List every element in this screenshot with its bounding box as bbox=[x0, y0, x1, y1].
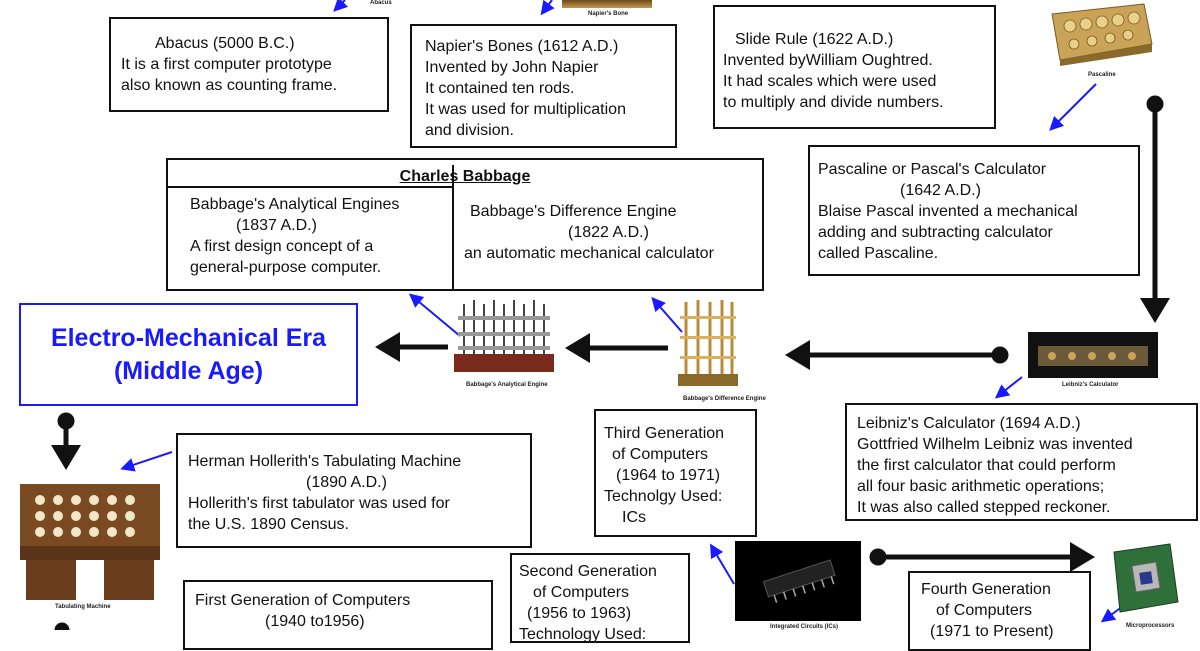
pascaline-line: adding and subtracting calculator bbox=[818, 224, 1053, 241]
napier-bones-box: Napier's Bones (1612 A.D.) Invented by J… bbox=[410, 24, 677, 148]
leibniz-caption: Leibniz's Calculator bbox=[1062, 382, 1119, 388]
pascaline-caption: Pascaline bbox=[1088, 72, 1116, 78]
analytical-engine-panel: Babbage's Analytical Engines (1837 A.D.)… bbox=[168, 186, 454, 291]
slide-rule-line: Invented byWilliam Oughtred. bbox=[723, 52, 933, 69]
fourth-gen-line: (1971 to Present) bbox=[930, 623, 1054, 640]
era-subtitle: (Middle Age) bbox=[113, 357, 264, 385]
slide-rule-title: Slide Rule (1622 A.D.) bbox=[735, 31, 894, 48]
leibniz-line: all four basic arithmetic operations; bbox=[857, 478, 1105, 495]
first-gen-line: First Generation of Computers bbox=[195, 592, 411, 609]
slide-rule-line: to multiply and divide numbers. bbox=[723, 94, 944, 111]
abacus-box: Abacus (5000 B.C.) It is a first compute… bbox=[109, 17, 389, 112]
second-gen-line: (1956 to 1963) bbox=[527, 605, 632, 622]
pascaline-box: Pascaline or Pascal's Calculator (1642 A… bbox=[808, 145, 1140, 276]
third-generation-box: Third Generation of Computers (1964 to 1… bbox=[594, 409, 757, 537]
pascaline-line: called Pascaline. bbox=[818, 245, 939, 262]
pascaline-image bbox=[1051, 3, 1153, 66]
microprocessors-caption: Microprocessors bbox=[1126, 623, 1175, 629]
ics-caption: Integrated Circuits (ICs) bbox=[770, 624, 839, 630]
analytical-engine-caption: Babbage's Analytical Engine bbox=[466, 382, 548, 388]
blue-arrows bbox=[120, 0, 1131, 623]
first-generation-box: First Generation of Computers (1940 to19… bbox=[183, 580, 493, 650]
leibniz-line: It was also called stepped reckoner. bbox=[857, 499, 1111, 516]
tabulating-machine-image bbox=[20, 484, 160, 600]
napier-line: It was used for multiplication bbox=[425, 101, 626, 118]
black-arrows bbox=[51, 95, 1170, 630]
era-title: Electro-Mechanical Era bbox=[50, 324, 327, 352]
leibniz-line: the first calculator that could perform bbox=[857, 457, 1116, 474]
pascaline-year: (1642 A.D.) bbox=[900, 182, 981, 199]
third-gen-line: ICs bbox=[622, 509, 646, 526]
napier-bones-image bbox=[562, 0, 652, 8]
analytical-engine-image bbox=[454, 300, 554, 372]
microprocessor-image bbox=[1113, 543, 1179, 613]
leibniz-calculator-image bbox=[1028, 332, 1158, 378]
leibniz-title: Leibniz's Calculator (1694 A.D.) bbox=[857, 415, 1081, 432]
integrated-circuits-image bbox=[735, 541, 861, 621]
hollerith-year: (1890 A.D.) bbox=[306, 474, 387, 491]
fourth-gen-line: of Computers bbox=[936, 602, 1033, 619]
leibniz-box: Leibniz's Calculator (1694 A.D.) Gottfri… bbox=[845, 403, 1198, 521]
third-gen-line: Third Generation bbox=[604, 425, 725, 442]
difference-engine-caption: Babbage's Difference Engine bbox=[683, 396, 766, 402]
hollerith-line: Hollerith's first tabulator was used for bbox=[188, 495, 450, 512]
fourth-generation-box: Fourth Generation of Computers (1971 to … bbox=[908, 571, 1091, 651]
difference-engine-image bbox=[678, 300, 738, 386]
napier-title: Napier's Bones (1612 A.D.) bbox=[425, 38, 619, 55]
charles-babbage-title: Charles Babbage bbox=[399, 168, 531, 185]
napier-line: and division. bbox=[425, 122, 514, 139]
leibniz-line: Gottfried Wilhelm Leibniz was invented bbox=[857, 436, 1133, 453]
connectors bbox=[51, 0, 1170, 630]
difference-title: Babbage's Difference Engine bbox=[470, 203, 677, 220]
analytical-year: (1837 A.D.) bbox=[236, 217, 317, 234]
napier-line: It contained ten rods. bbox=[425, 80, 575, 97]
analytical-line: general-purpose computer. bbox=[190, 259, 382, 276]
napier-line: Invented by John Napier bbox=[425, 59, 599, 76]
hollerith-title: Herman Hollerith's Tabulating Machine bbox=[188, 453, 462, 470]
third-gen-line: of Computers bbox=[612, 446, 709, 463]
napier-caption: Napier's Bone bbox=[588, 11, 629, 17]
abacus-line: also known as counting frame. bbox=[121, 77, 338, 94]
third-gen-line: (1964 to 1971) bbox=[616, 467, 721, 484]
difference-engine-panel: Babbage's Difference Engine (1822 A.D.) … bbox=[452, 165, 762, 291]
second-generation-box: Second Generation of Computers (1956 to … bbox=[510, 553, 690, 643]
abacus-caption: Abacus bbox=[370, 0, 392, 6]
slide-rule-box: Slide Rule (1622 A.D.) Invented byWillia… bbox=[713, 5, 996, 129]
difference-line: an automatic mechanical calculator bbox=[464, 245, 714, 262]
third-gen-line: Technolgy Used: bbox=[604, 488, 723, 505]
abacus-line: It is a first computer prototype bbox=[121, 56, 332, 73]
fourth-gen-line: Fourth Generation bbox=[921, 581, 1051, 598]
second-gen-line: Second Generation bbox=[519, 563, 657, 580]
analytical-title: Babbage's Analytical Engines bbox=[190, 196, 400, 213]
difference-year: (1822 A.D.) bbox=[568, 224, 649, 241]
hollerith-box: Herman Hollerith's Tabulating Machine (1… bbox=[176, 433, 532, 548]
hollerith-line: the U.S. 1890 Census. bbox=[188, 516, 349, 533]
second-gen-line: of Computers bbox=[533, 584, 630, 601]
slide-rule-line: It had scales which were used bbox=[723, 73, 937, 90]
pascaline-line: Blaise Pascal invented a mechanical bbox=[818, 203, 1078, 220]
second-gen-line: Technology Used: bbox=[519, 626, 647, 643]
analytical-line: A first design concept of a bbox=[190, 238, 374, 255]
abacus-title: Abacus (5000 B.C.) bbox=[155, 35, 295, 52]
pascaline-title: Pascaline or Pascal's Calculator bbox=[818, 161, 1047, 178]
tabulating-caption: Tabulating Machine bbox=[55, 604, 111, 610]
electro-mechanical-era-box: Electro-Mechanical Era (Middle Age) bbox=[19, 303, 358, 406]
first-gen-line: (1940 to1956) bbox=[265, 613, 365, 630]
charles-babbage-box: Charles Babbage Babbage's Analytical Eng… bbox=[166, 158, 764, 291]
flow-dot bbox=[54, 622, 70, 630]
